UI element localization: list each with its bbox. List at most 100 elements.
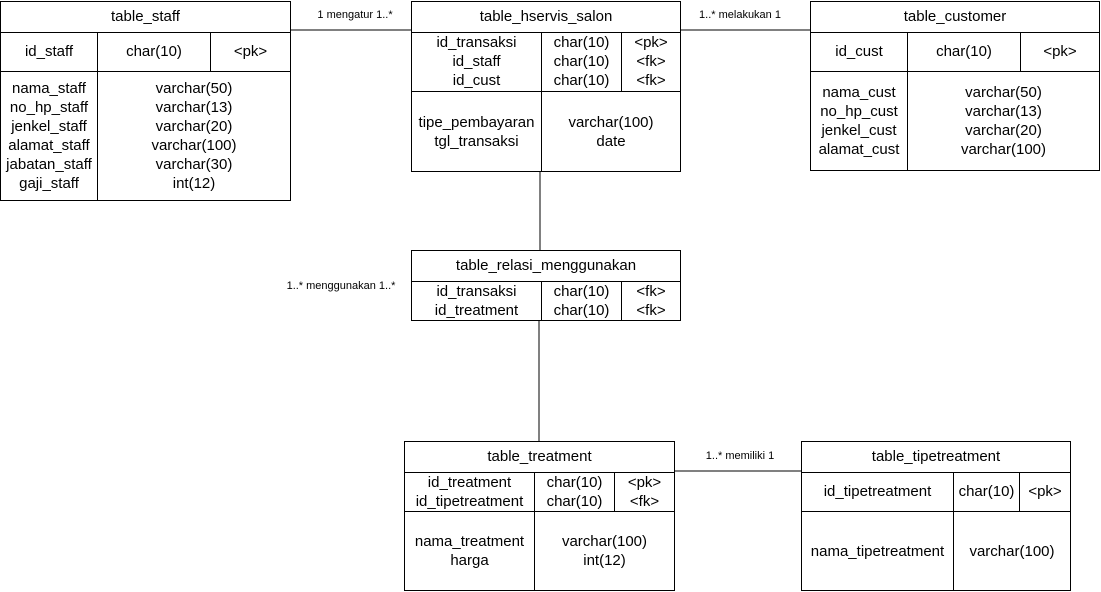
field-type: varchar(100) <box>568 113 654 131</box>
field-type: char(10) <box>958 483 1015 500</box>
field-type: char(10) <box>553 301 610 319</box>
entity-title: table_customer <box>811 2 1099 33</box>
field-name: jabatan_staff <box>6 156 92 173</box>
key-badge: <pk> <box>233 43 268 60</box>
pk-section: id_treatment id_tipetreatment char(10) c… <box>405 472 674 512</box>
field-name: id_tipetreatment <box>823 483 932 500</box>
entity-table-tipetreatment[interactable]: table_tipetreatment id_tipetreatment cha… <box>801 441 1071 591</box>
field-type: int(12) <box>583 552 626 569</box>
pk-key-column: <pk> <box>1020 472 1070 511</box>
field-type: varchar(20) <box>155 118 233 135</box>
attr-name-column: nama_treatment harga <box>405 512 535 590</box>
key-badge: <pk> <box>627 473 662 491</box>
pk-section: id_transaksi id_staff id_cust char(10) c… <box>412 32 680 92</box>
field-type: char(10) <box>553 53 610 70</box>
field-type: char(10) <box>553 282 610 300</box>
key-badge: <fk> <box>636 53 666 70</box>
attr-section: tipe_pembayaran tgl_transaksi varchar(10… <box>412 92 680 171</box>
field-name: alamat_cust <box>818 141 900 158</box>
pk-key-column: <pk> <fk> <fk> <box>622 32 680 91</box>
field-name: harga <box>450 552 489 569</box>
pk-section: id_transaksi id_treatment char(10) char(… <box>412 281 680 320</box>
field-type: char(10) <box>553 72 610 89</box>
field-name: no_hp_staff <box>9 99 89 116</box>
pk-name-column: id_transaksi id_treatment <box>412 281 542 320</box>
field-name: id_tipetreatment <box>415 492 524 510</box>
key-badge: <pk> <box>1028 483 1062 500</box>
field-name: nama_treatment <box>414 533 525 550</box>
attr-type-column: varchar(100) <box>954 512 1070 590</box>
entity-table-hservis-salon[interactable]: table_hservis_salon id_transaksi id_staf… <box>411 1 681 172</box>
field-type: varchar(20) <box>965 122 1042 139</box>
pk-key-column: <pk> <fk> <box>615 472 674 511</box>
pk-type-column: char(10) <box>98 32 211 71</box>
field-name: nama_tipetreatment <box>810 542 945 560</box>
pk-name-column: id_staff <box>1 32 98 71</box>
relation-label-melakukan: 1..* melakukan 1 <box>699 9 781 21</box>
field-name: id_staff <box>24 43 74 60</box>
attr-type-column: varchar(50) varchar(13) varchar(20) varc… <box>98 72 290 200</box>
attr-name-column: tipe_pembayaran tgl_transaksi <box>412 92 542 171</box>
pk-type-column: char(10) <box>908 32 1021 71</box>
field-type: varchar(13) <box>965 103 1042 120</box>
attr-section: nama_treatment harga varchar(100) int(12… <box>405 512 674 590</box>
pk-type-column: char(10) char(10) <box>535 472 615 511</box>
field-type: varchar(100) <box>969 542 1055 560</box>
pk-section: id_staff char(10) <pk> <box>1 32 290 72</box>
field-name: id_treatment <box>427 473 512 491</box>
pk-name-column: id_tipetreatment <box>802 472 954 511</box>
attr-section: nama_cust no_hp_cust jenkel_cust alamat_… <box>811 72 1099 170</box>
attr-name-column: nama_tipetreatment <box>802 512 954 590</box>
key-badge: <fk> <box>636 282 666 300</box>
entity-table-relasi-menggunakan[interactable]: table_relasi_menggunakan id_transaksi id… <box>411 250 681 321</box>
pk-type-column: char(10) char(10) <box>542 281 622 320</box>
field-name: alamat_staff <box>8 137 90 154</box>
field-name: id_cust <box>452 72 501 89</box>
field-type: varchar(50) <box>155 80 233 97</box>
entity-table-treatment[interactable]: table_treatment id_treatment id_tipetrea… <box>404 441 675 591</box>
field-type: varchar(100) <box>561 533 648 550</box>
entity-title: table_tipetreatment <box>802 442 1070 473</box>
field-name: jenkel_staff <box>11 118 87 135</box>
relation-label-menggunakan: 1..* menggunakan 1..* <box>286 280 396 292</box>
field-type: char(10) <box>553 34 610 51</box>
field-type: char(10) <box>546 492 603 510</box>
attr-type-column: varchar(50) varchar(13) varchar(20) varc… <box>908 72 1099 170</box>
attr-type-column: varchar(100) int(12) <box>535 512 674 590</box>
field-type: varchar(100) <box>151 137 237 154</box>
pk-section: id_tipetreatment char(10) <pk> <box>802 472 1070 512</box>
attr-section: nama_tipetreatment varchar(100) <box>802 512 1070 590</box>
field-name: id_cust <box>835 43 883 60</box>
pk-key-column: <pk> <box>1021 32 1099 71</box>
field-name: tipe_pembayaran <box>418 113 535 131</box>
field-name: id_staff <box>452 53 501 70</box>
pk-name-column: id_cust <box>811 32 908 71</box>
field-name: tgl_transaksi <box>434 132 519 150</box>
field-name: jenkel_cust <box>821 122 897 139</box>
field-name: id_transaksi <box>436 34 517 51</box>
pk-name-column: id_transaksi id_staff id_cust <box>412 32 542 91</box>
field-name: id_treatment <box>434 301 519 319</box>
pk-key-column: <pk> <box>211 32 290 71</box>
entity-title: table_staff <box>1 2 290 33</box>
attr-name-column: nama_staff no_hp_staff jenkel_staff alam… <box>1 72 98 200</box>
field-type: int(12) <box>172 175 216 192</box>
entity-table-customer[interactable]: table_customer id_cust char(10) <pk> nam… <box>810 1 1100 171</box>
pk-type-column: char(10) char(10) char(10) <box>542 32 622 91</box>
field-type: varchar(50) <box>965 84 1042 101</box>
field-type: date <box>596 132 626 150</box>
key-badge: <pk> <box>1043 43 1077 60</box>
field-type: varchar(100) <box>960 141 1047 158</box>
field-type: char(10) <box>546 473 603 491</box>
relation-label-mengatur: 1 mengatur 1..* <box>317 9 393 21</box>
pk-name-column: id_treatment id_tipetreatment <box>405 472 535 511</box>
key-badge: <fk> <box>636 72 666 89</box>
field-name: no_hp_cust <box>820 103 898 120</box>
entity-table-staff[interactable]: table_staff id_staff char(10) <pk> nama_… <box>0 1 291 201</box>
field-name: nama_cust <box>822 84 896 101</box>
key-badge: <pk> <box>634 34 668 51</box>
field-type: char(10) <box>936 43 992 60</box>
field-name: id_transaksi <box>436 282 517 300</box>
attr-type-column: varchar(100) date <box>542 92 680 171</box>
